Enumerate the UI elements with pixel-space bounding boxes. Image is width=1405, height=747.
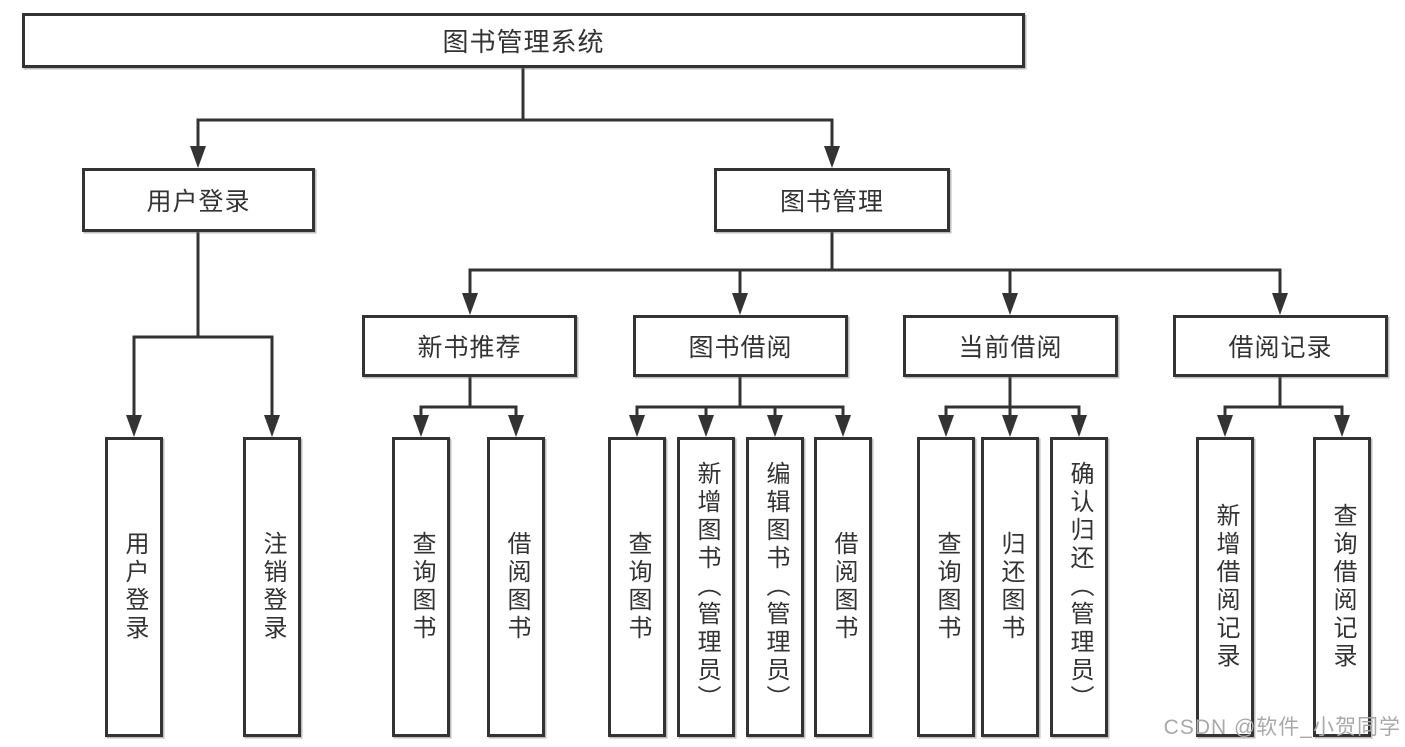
watermark: CSDN @软件_小贺同学	[1163, 716, 1401, 739]
node-current-borrowing: 当前借阅	[903, 315, 1118, 377]
node-book-management: 图书管理	[714, 168, 950, 232]
leaf-current-return-books: 归还图书	[981, 437, 1039, 737]
leaf-records-add-record: 新增借阅记录	[1196, 437, 1254, 737]
leaf-logout: 注销登录	[243, 437, 301, 737]
leaf-borrow-edit-books-admin: 编辑图书（管理员）	[746, 437, 804, 737]
arrowhead-icons	[126, 146, 1350, 437]
node-new-books: 新书推荐	[362, 315, 577, 377]
leaf-user-login: 用户登录	[105, 437, 163, 737]
leaf-newbooks-query-books: 查询图书	[392, 437, 450, 737]
leaf-current-query-books: 查询图书	[917, 437, 975, 737]
node-root: 图书管理系统	[22, 13, 1025, 68]
leaf-records-query-record: 查询借阅记录	[1313, 437, 1371, 737]
leaf-borrow-add-books-admin: 新增图书（管理员）	[677, 437, 735, 737]
node-book-borrowing: 图书借阅	[633, 315, 848, 377]
leaf-newbooks-borrow-books: 借阅图书	[487, 437, 545, 737]
leaf-borrow-borrow-books: 借阅图书	[814, 437, 872, 737]
leaf-borrow-query-books: 查询图书	[608, 437, 666, 737]
node-borrowing-records: 借阅记录	[1173, 315, 1388, 377]
leaf-current-confirm-return-admin: 确认归还（管理员）	[1050, 437, 1108, 737]
node-user-login: 用户登录	[82, 168, 315, 232]
